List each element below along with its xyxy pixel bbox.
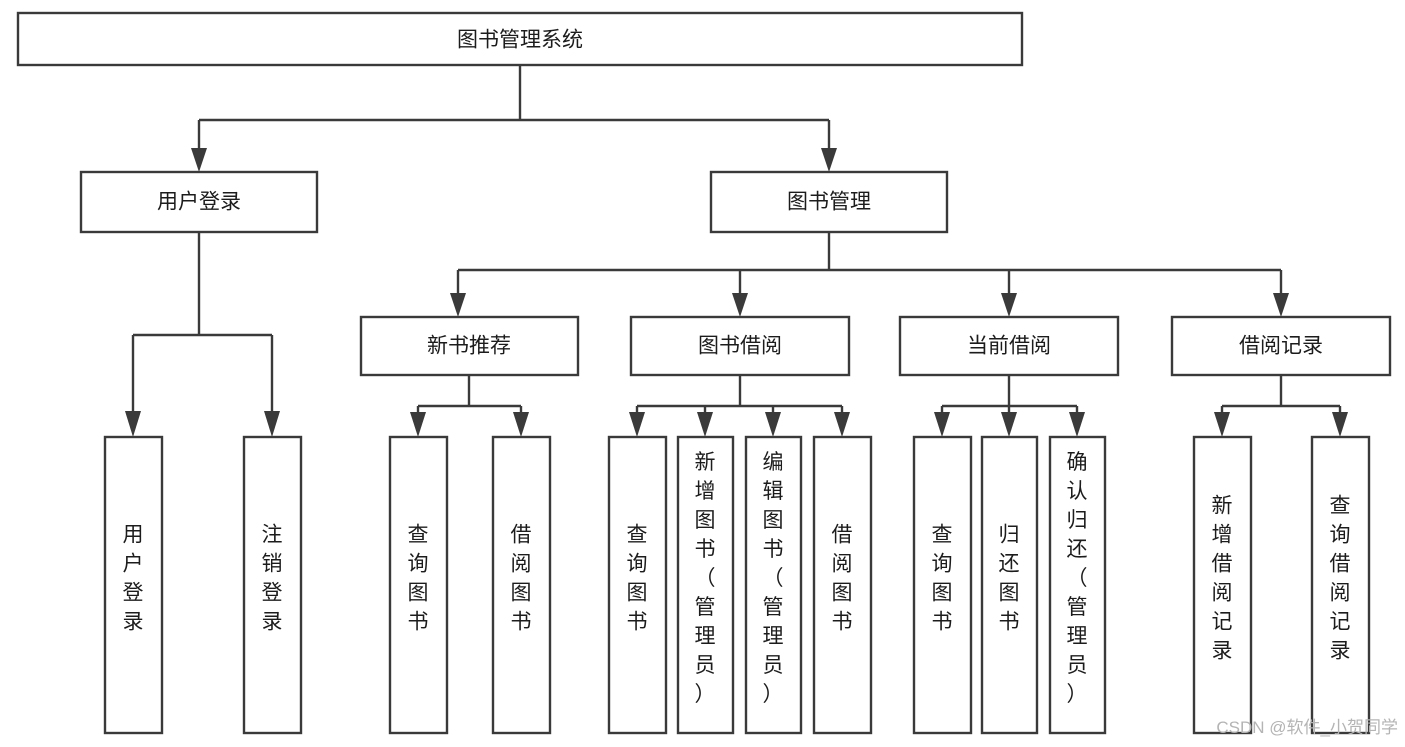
node-leaf-query-book-3-label: 查询图书 [932, 524, 953, 634]
node-leaf-borrow-book-1-label: 借阅图书 [511, 524, 532, 634]
node-book-borrow-label: 图书借阅 [698, 335, 782, 358]
arrow-to-leaf-borrow-book-2 [834, 412, 850, 437]
connector-layer [125, 65, 1348, 437]
node-leaf-query-record[interactable]: 查询借阅记录 [1310, 435, 1371, 735]
node-leaf-query-record-box[interactable] [1310, 435, 1371, 735]
node-current-borrow-box[interactable] [898, 315, 1120, 377]
node-leaf-add-book[interactable]: 新增图书（管理员） [676, 435, 735, 735]
node-book-management-box[interactable] [709, 170, 949, 234]
arrow-to-leaf-borrow-book-1 [513, 412, 529, 437]
node-leaf-confirm-return-label: 确认归还（管理员） [1067, 451, 1088, 706]
arrow-to-book-borrow [732, 293, 748, 317]
node-current-borrow[interactable]: 当前借阅 [898, 315, 1120, 377]
node-leaf-user-login-label: 用户登录 [123, 524, 144, 634]
node-user-login-label: 用户登录 [157, 191, 241, 214]
csdn-watermark: CSDN @软件_小贺同学 [1216, 718, 1398, 737]
node-leaf-borrow-book-2-box[interactable] [812, 435, 873, 735]
node-leaf-user-logout[interactable]: 注销登录 [242, 435, 303, 735]
node-leaf-borrow-book-2[interactable]: 借阅图书 [812, 435, 873, 735]
node-borrow-record-label: 借阅记录 [1239, 335, 1323, 358]
node-book-management[interactable]: 图书管理 [709, 170, 949, 234]
node-leaf-query-book-1-label: 查询图书 [408, 524, 429, 634]
arrow-to-book-management [821, 148, 837, 172]
node-book-management-label: 图书管理 [787, 191, 871, 214]
node-leaf-return-book-label: 归还图书 [999, 524, 1020, 634]
arrow-to-leaf-return-book [1001, 412, 1017, 437]
node-root-box[interactable] [16, 11, 1024, 67]
arrow-to-leaf-add-record [1214, 412, 1230, 437]
node-book-borrow-box[interactable] [629, 315, 851, 377]
arrow-to-leaf-user-logout [264, 411, 280, 437]
arrow-to-leaf-add-book [697, 412, 713, 437]
node-leaf-edit-book[interactable]: 编辑图书（管理员） [744, 435, 803, 735]
node-current-borrow-label: 当前借阅 [967, 335, 1051, 358]
node-leaf-edit-book-box[interactable] [744, 435, 803, 735]
node-leaf-query-book-2[interactable]: 查询图书 [607, 435, 668, 735]
node-borrow-record[interactable]: 借阅记录 [1170, 315, 1392, 377]
node-leaf-add-record[interactable]: 新增借阅记录 [1192, 435, 1253, 735]
node-new-book-recommend[interactable]: 新书推荐 [359, 315, 580, 377]
node-leaf-add-book-label: 新增图书（管理员） [695, 451, 716, 706]
arrow-to-leaf-user-login [125, 411, 141, 437]
node-leaf-user-logout-label: 注销登录 [262, 524, 283, 634]
node-leaf-query-book-1-box[interactable] [388, 435, 449, 735]
node-leaf-query-book-3[interactable]: 查询图书 [912, 435, 973, 735]
node-new-book-recommend-box[interactable] [359, 315, 580, 377]
node-leaf-user-logout-box[interactable] [242, 435, 303, 735]
node-leaf-add-record-box[interactable] [1192, 435, 1253, 735]
arrow-to-leaf-confirm-return [1069, 412, 1085, 437]
node-leaf-query-book-3-box[interactable] [912, 435, 973, 735]
node-leaf-return-book-box[interactable] [980, 435, 1039, 735]
node-leaf-add-record-label: 新增借阅记录 [1212, 495, 1233, 663]
arrow-to-leaf-edit-book [765, 412, 781, 437]
node-leaf-confirm-return[interactable]: 确认归还（管理员） [1048, 435, 1107, 735]
node-book-borrow[interactable]: 图书借阅 [629, 315, 851, 377]
arrow-to-user-login [191, 148, 207, 172]
node-leaf-borrow-book-1[interactable]: 借阅图书 [491, 435, 552, 735]
node-leaf-confirm-return-box[interactable] [1048, 435, 1107, 735]
node-root-label: 图书管理系统 [457, 29, 583, 52]
arrow-to-leaf-query-book-2 [629, 412, 645, 437]
node-leaf-query-book-2-box[interactable] [607, 435, 668, 735]
arrow-to-new-book-recommend [450, 293, 466, 317]
node-leaf-query-book-2-label: 查询图书 [627, 524, 648, 634]
node-leaf-borrow-book-1-box[interactable] [491, 435, 552, 735]
node-new-book-recommend-label: 新书推荐 [427, 335, 511, 358]
arrow-to-leaf-query-book-1 [410, 412, 426, 437]
node-leaf-edit-book-label: 编辑图书（管理员） [763, 451, 784, 706]
node-leaf-add-book-box[interactable] [676, 435, 735, 735]
node-leaf-return-book[interactable]: 归还图书 [980, 435, 1039, 735]
node-user-login-box[interactable] [79, 170, 319, 234]
node-borrow-record-box[interactable] [1170, 315, 1392, 377]
node-leaf-query-record-label: 查询借阅记录 [1330, 495, 1351, 663]
node-root[interactable]: 图书管理系统 [16, 11, 1024, 67]
arrow-to-leaf-query-record [1332, 412, 1348, 437]
arrow-to-borrow-record [1273, 293, 1289, 317]
node-leaf-user-login-box[interactable] [103, 435, 164, 735]
node-leaf-query-book-1[interactable]: 查询图书 [388, 435, 449, 735]
arrow-to-current-borrow [1001, 293, 1017, 317]
node-user-login[interactable]: 用户登录 [79, 170, 319, 234]
node-leaf-borrow-book-2-label: 借阅图书 [832, 524, 853, 634]
node-leaf-user-login[interactable]: 用户登录 [103, 435, 164, 735]
arrow-to-leaf-query-book-3 [934, 412, 950, 437]
